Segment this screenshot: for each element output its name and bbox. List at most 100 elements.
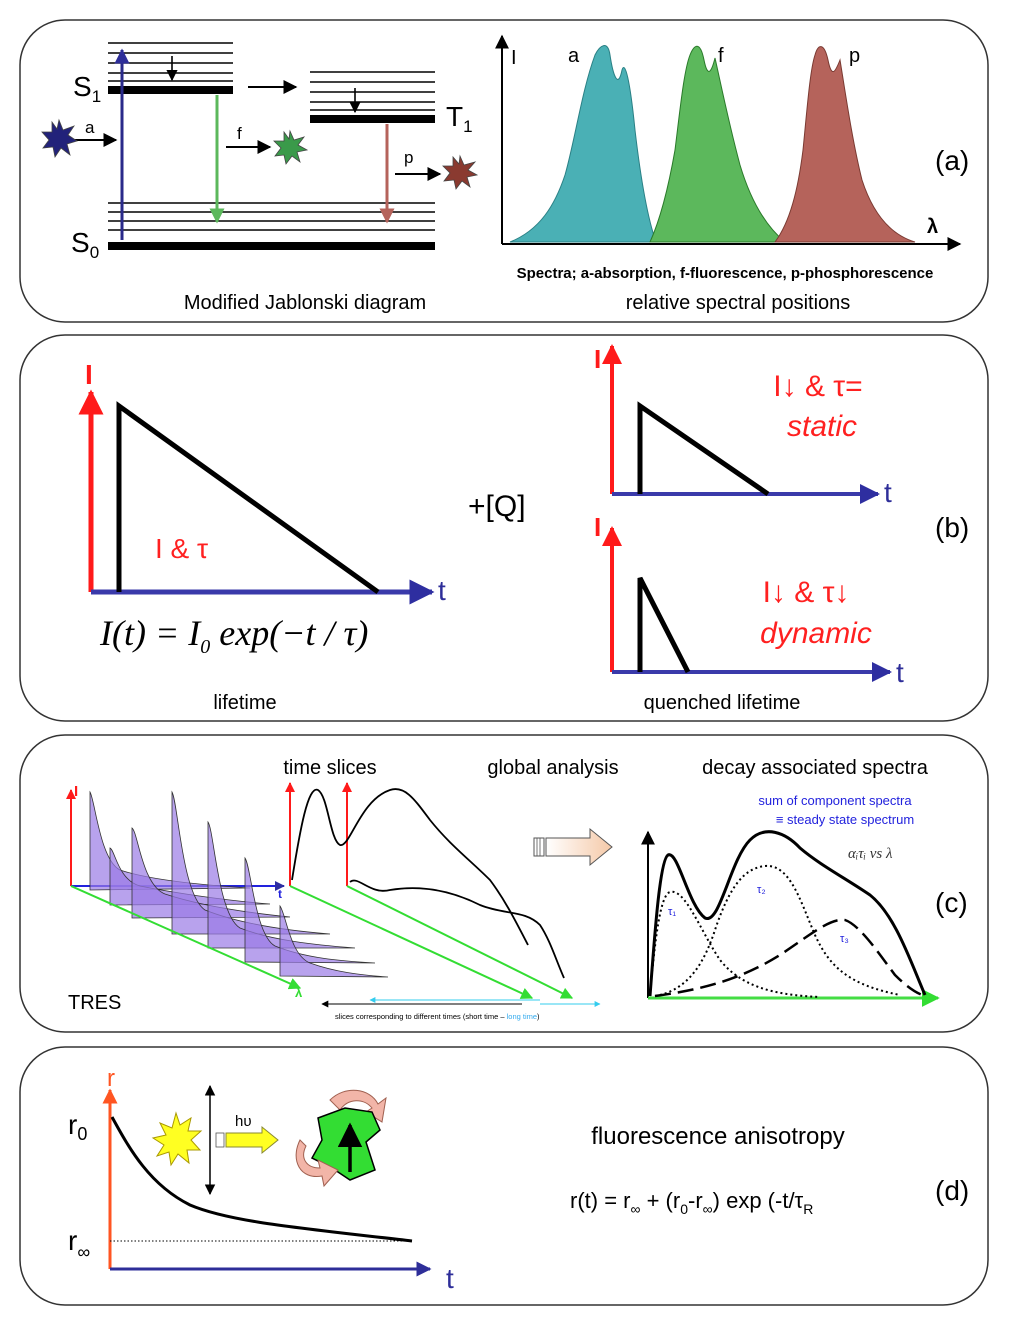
dynamic-label-line2: dynamic (760, 617, 872, 650)
phosphorescence-spectrum (774, 46, 916, 243)
panel-d-frame (19, 1046, 989, 1306)
dynamic-i-label: I (594, 512, 601, 542)
t1-label: T1 (446, 101, 473, 136)
panel-a: S1 S0 T1 a f p Modified Jablonski diagra… (19, 19, 989, 323)
das-tau1-curve (649, 890, 821, 998)
short-time-spectrum (291, 788, 529, 946)
lifetime-equation: I(t) = I0 exp(−t / τ) (99, 613, 368, 658)
das-tau2-curve (654, 864, 901, 997)
anisotropy-r-label: r (107, 1065, 115, 1092)
panel-a-label: (a) (935, 145, 969, 176)
anisotropy-equation: r(t) = r∞ + (r0-r∞) exp (-t/τR (570, 1188, 813, 1217)
tau3-label: τ₃ (840, 933, 849, 945)
spectrum-label-f: f (718, 45, 724, 67)
slice2-lambda-axis (346, 885, 574, 999)
hv-arrow (225, 1125, 279, 1155)
das-plot: sum of component spectra ≡ steady state … (641, 793, 940, 1007)
s0-level (108, 242, 435, 250)
spectra-plot: I λ a f p Spectra; a-absorption, f-fluor… (495, 34, 962, 314)
fluorescence-photon-icon (273, 129, 309, 165)
tres-t-label: t (278, 887, 282, 901)
arrow-label-a: a (85, 118, 95, 137)
lifetime-t-label: t (438, 575, 446, 606)
tres-lambda-gridlines (70, 885, 302, 990)
time-slices-title: time slices (283, 757, 376, 779)
anisotropy-plot: r t r0 r∞ (68, 1065, 454, 1294)
spectrum-label-p: p (849, 45, 860, 67)
lifetime-i-label: I (85, 359, 93, 390)
panel-c: time slices global analysis decay associ… (19, 734, 989, 1033)
slice1-lambda-axis (289, 885, 534, 999)
static-quenching-plot: I t I↓ & τ= static (594, 344, 892, 508)
das-title: decay associated spectra (702, 757, 929, 779)
long-time-spectrum (349, 879, 565, 979)
das-steady-state-curve (648, 830, 927, 997)
global-analysis-title: global analysis (487, 757, 618, 779)
panel-d: r t r0 r∞ hυ fluorescence anisotropy r(t… (19, 1046, 989, 1306)
r0-label: r0 (68, 1109, 87, 1144)
spectra-y-label: I (511, 47, 517, 69)
static-t-label: t (884, 477, 892, 508)
anisotropy-decay-curve (110, 1116, 413, 1243)
das-tau3-curve (654, 918, 926, 998)
tau1-label: τ₁ (668, 906, 676, 918)
dynamic-label-line1: I↓ & τ↓ (763, 576, 850, 609)
spectra-x-label: λ (927, 216, 938, 238)
dynamic-quenching-plot: I t I↓ & τ↓ dynamic quenched lifetime (594, 512, 904, 714)
static-label-line2: static (787, 410, 857, 443)
lifetime-caption: lifetime (213, 692, 276, 714)
rinf-label: r∞ (68, 1225, 90, 1262)
sum-line2: ≡ steady state spectrum (776, 812, 914, 827)
s1-vibrational-levels (108, 42, 233, 82)
alpha-tau-label: αᵢτᵢ vs λ (848, 846, 893, 862)
lifetime-decay-curve (116, 401, 380, 595)
s1-level (108, 86, 233, 94)
static-i-label: I (594, 344, 601, 374)
time-slices-plot: slices corresponding to different times … (285, 782, 601, 1021)
rotation-arrow-bottom (295, 1139, 339, 1188)
anisotropy-title: fluorescence anisotropy (591, 1123, 844, 1150)
tres-lambda-label: λ (295, 985, 303, 1000)
static-label-line1: I↓ & τ= (773, 370, 862, 403)
global-analysis-arrow (533, 827, 613, 867)
slices-note: slices corresponding to different times … (335, 1012, 540, 1021)
absorption-spectrum (509, 45, 657, 243)
flash-icon (151, 1111, 203, 1167)
tau2-label: τ₂ (757, 884, 766, 896)
tres-label: TRES (68, 992, 121, 1014)
spectra-caption: Spectra; a-absorption, f-fluorescence, p… (517, 265, 934, 282)
spectra-subcaption: relative spectral positions (626, 292, 851, 314)
dynamic-t-label: t (896, 657, 904, 688)
t1-vibrational-levels (310, 71, 435, 111)
t1-level (310, 115, 435, 123)
tres-decay-slices (89, 790, 389, 978)
panel-b-frame (19, 334, 989, 722)
panel-b-label: (b) (935, 512, 969, 543)
s1-label: S1 (73, 71, 101, 106)
static-decay-curve (637, 401, 770, 497)
panel-b: I t I & τ I(t) = I0 exp(−t / τ) lifetime… (19, 334, 989, 722)
spectrum-label-a: a (568, 45, 580, 67)
tres-plot: I t λ TRES (66, 783, 389, 1014)
dynamic-decay-curve (637, 576, 691, 674)
panel-d-label: (d) (935, 1175, 969, 1206)
jablonski-diagram: S1 S0 T1 a f p Modified Jablonski diagra… (41, 42, 479, 314)
panel-a-frame (19, 19, 989, 323)
absorption-photon-icon (41, 118, 78, 159)
excitation-illustration: hυ (151, 1084, 387, 1196)
hv-label: hυ (235, 1113, 252, 1130)
panel-c-label: (c) (935, 887, 968, 918)
arrow-label-f: f (237, 124, 242, 143)
quencher-label: +[Q] (468, 490, 526, 523)
jablonski-caption: Modified Jablonski diagram (184, 292, 426, 314)
s0-label: S0 (71, 227, 99, 262)
quenched-caption: quenched lifetime (644, 692, 801, 714)
lifetime-plot: I t I & τ I(t) = I0 exp(−t / τ) lifetime (78, 359, 446, 714)
phosphorescence-photon-icon (442, 154, 479, 190)
lifetime-main-label: I & τ (155, 533, 208, 564)
fluorescence-spectrum (649, 45, 787, 243)
sum-line1: sum of component spectra (758, 793, 912, 808)
tres-i-label: I (74, 783, 78, 800)
arrow-label-p: p (404, 148, 413, 167)
anisotropy-t-label: t (446, 1263, 454, 1294)
